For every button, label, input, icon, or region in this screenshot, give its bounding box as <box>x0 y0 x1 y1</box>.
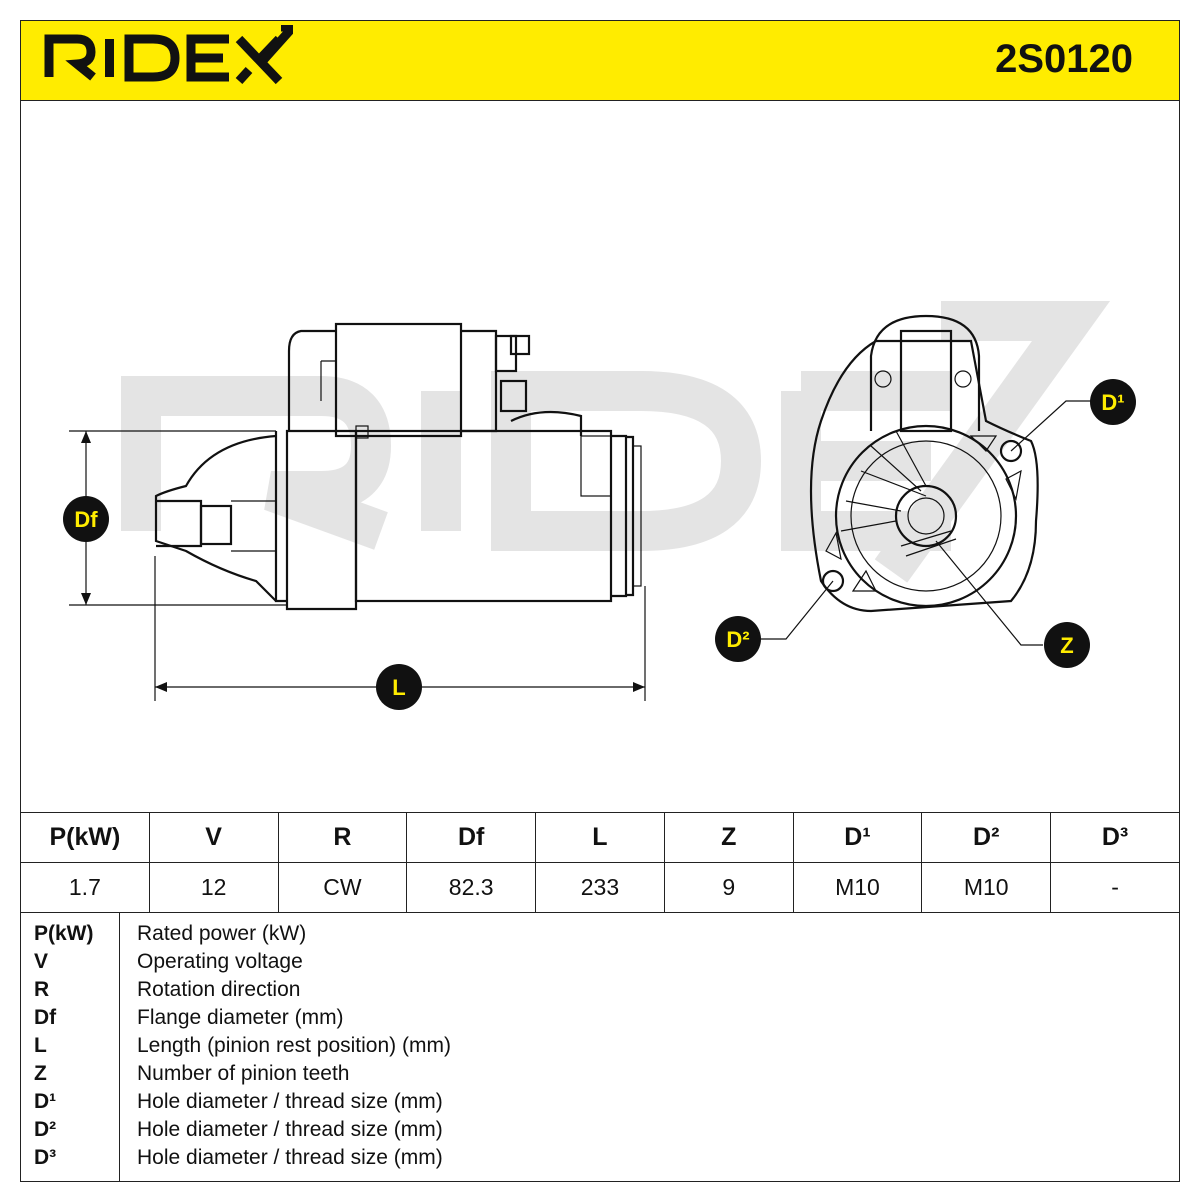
spec-value-voltage: 12 <box>148 862 279 913</box>
spec-value-rotation: CW <box>277 862 408 913</box>
z-badge-label: Z <box>1060 633 1073 658</box>
header-bar: 2S0120 <box>20 20 1180 101</box>
legend-row: Df Flange diameter (mm) <box>21 1006 1179 1034</box>
legend-description: Flange diameter (mm) <box>137 1006 344 1029</box>
spec-value-length: 233 <box>535 862 665 913</box>
legend-symbol: D¹ <box>34 1090 57 1113</box>
spec-header-length: L <box>535 812 665 863</box>
z-badge <box>1044 622 1090 668</box>
legend-row: L Length (pinion rest position) (mm) <box>21 1034 1179 1062</box>
specs-table: P(kW) V R Df L Z D¹ D² D³ 1.7 12 CW 82.3… <box>20 812 1180 913</box>
legend-divider <box>119 913 120 1181</box>
spec-value-d2: M10 <box>921 862 1052 913</box>
legend-description: Hole diameter / thread size (mm) <box>137 1090 443 1113</box>
spec-value-power: 1.7 <box>20 862 150 913</box>
specs-value-row: 1.7 12 CW 82.3 233 9 M10 M10 - <box>20 862 1180 913</box>
spec-value-flange: 82.3 <box>406 862 537 913</box>
spec-header-voltage: V <box>148 812 279 863</box>
starter-end-view <box>809 314 1039 613</box>
spec-header-d1: D¹ <box>792 812 923 863</box>
d2-badge <box>715 616 761 662</box>
legend-symbol: R <box>34 978 50 1001</box>
spec-header-d3: D³ <box>1050 812 1180 863</box>
legend-row: D¹ Hole diameter / thread size (mm) <box>21 1090 1179 1118</box>
legend-description: Hole diameter / thread size (mm) <box>137 1146 443 1169</box>
part-number: 2S0120 <box>995 37 1133 81</box>
legend-symbol: L <box>34 1034 47 1057</box>
df-badge-label: Df <box>74 507 98 532</box>
spec-header-flange: Df <box>406 812 537 863</box>
spec-header-power: P(kW) <box>20 812 150 863</box>
specs-header-row: P(kW) V R Df L Z D¹ D² D³ <box>20 812 1180 863</box>
legend-description: Number of pinion teeth <box>137 1062 350 1085</box>
legend-description: Rated power (kW) <box>137 922 307 945</box>
legend-row: P(kW) Rated power (kW) <box>21 922 1179 950</box>
legend-row: R Rotation direction <box>21 978 1179 1006</box>
legend-description: Operating voltage <box>137 950 303 973</box>
spec-value-teeth: 9 <box>663 862 794 913</box>
legend-description: Length (pinion rest position) (mm) <box>137 1034 451 1057</box>
d1-badge-label: D¹ <box>1101 390 1124 415</box>
d2-leader <box>759 580 834 640</box>
legend-row: Z Number of pinion teeth <box>21 1062 1179 1090</box>
d1-badge <box>1090 379 1136 425</box>
df-badge <box>63 496 109 542</box>
watermark-logo <box>121 301 1111 583</box>
l-badge-label: L <box>392 675 405 700</box>
legend-symbol: D³ <box>34 1146 57 1169</box>
legend-symbol: D² <box>34 1118 57 1141</box>
starter-side-view <box>154 322 642 611</box>
legend-row: D² Hole diameter / thread size (mm) <box>21 1118 1179 1146</box>
legend-box: P(kW) Rated power (kW) V Operating volta… <box>20 912 1180 1182</box>
legend-description: Rotation direction <box>137 978 301 1001</box>
d1-leader <box>1010 400 1091 452</box>
legend-description: Hole diameter / thread size (mm) <box>137 1118 443 1141</box>
spec-header-teeth: Z <box>663 812 794 863</box>
z-leader <box>935 540 1043 646</box>
technical-drawing: Df L D¹ <box>63 301 1136 710</box>
legend-symbol: P(kW) <box>34 922 94 945</box>
l-badge <box>376 664 422 710</box>
spec-value-d1: M10 <box>792 862 923 913</box>
spec-header-d2: D² <box>921 812 1052 863</box>
spec-value-d3: - <box>1050 862 1180 913</box>
legend-symbol: Z <box>34 1062 47 1085</box>
spec-header-rotation: R <box>277 812 408 863</box>
legend-row: V Operating voltage <box>21 950 1179 978</box>
brand-logo <box>44 25 293 85</box>
legend-symbol: V <box>34 950 49 973</box>
legend-row: D³ Hole diameter / thread size (mm) <box>21 1146 1179 1174</box>
legend-symbol: Df <box>34 1006 57 1029</box>
d2-badge-label: D² <box>726 627 749 652</box>
